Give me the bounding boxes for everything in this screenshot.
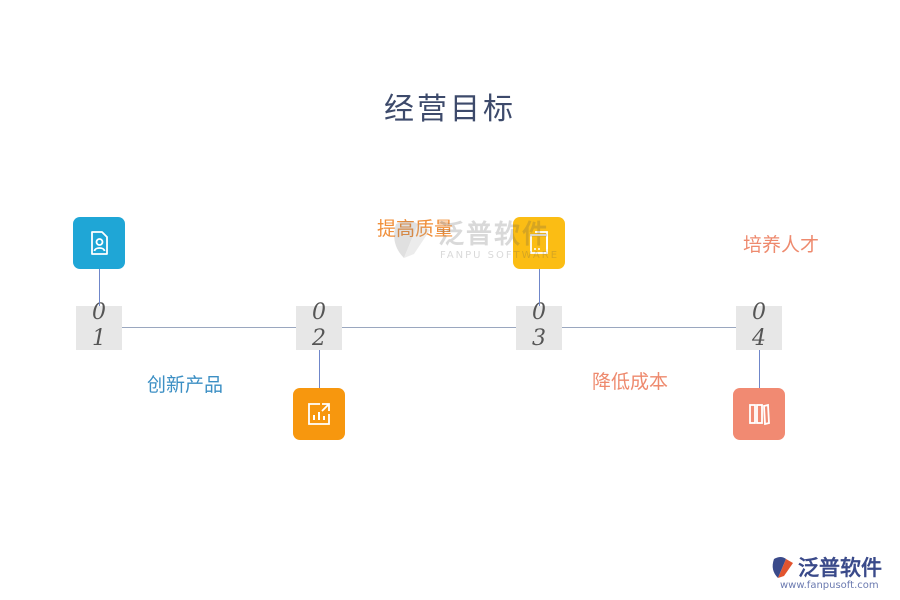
brand-logo: 泛普软件 www.fanpusoft.com — [770, 552, 895, 596]
chart-export-icon — [308, 403, 330, 425]
step-connector-4 — [759, 350, 760, 388]
tablet-icon — [530, 231, 548, 254]
fanpu-logo-icon — [394, 221, 430, 258]
step-icon-tile-1 — [73, 217, 125, 269]
timeline-line — [562, 327, 736, 328]
step-label-3: 降低成本 — [592, 371, 669, 393]
step-number-2: 0 2 — [296, 302, 342, 350]
step-icon-tile-4 — [733, 388, 785, 440]
fanpu-logo-icon — [772, 557, 793, 578]
step-number-3: 0 3 — [516, 302, 562, 350]
step-connector-2 — [319, 350, 320, 388]
step-icon-tile-2 — [293, 388, 345, 440]
step-label-2: 提高质量 — [377, 214, 453, 241]
step-label-4: 培养人才 — [743, 234, 820, 256]
user-document-icon — [91, 231, 108, 255]
step-number-4: 0 4 — [736, 302, 782, 350]
step-connector-1 — [99, 268, 100, 306]
watermark: 泛普软件 FANPU SOFTWARE — [388, 214, 557, 266]
step-label-1: 创新产品 — [147, 374, 224, 396]
timeline-line — [122, 327, 296, 328]
step-icon-tile-3 — [513, 217, 565, 269]
diagram-title: 经营目标 — [384, 92, 516, 127]
step-number-1: 0 1 — [76, 302, 122, 350]
books-icon — [749, 403, 770, 426]
timeline-line — [342, 327, 516, 328]
step-connector-3 — [539, 268, 540, 306]
